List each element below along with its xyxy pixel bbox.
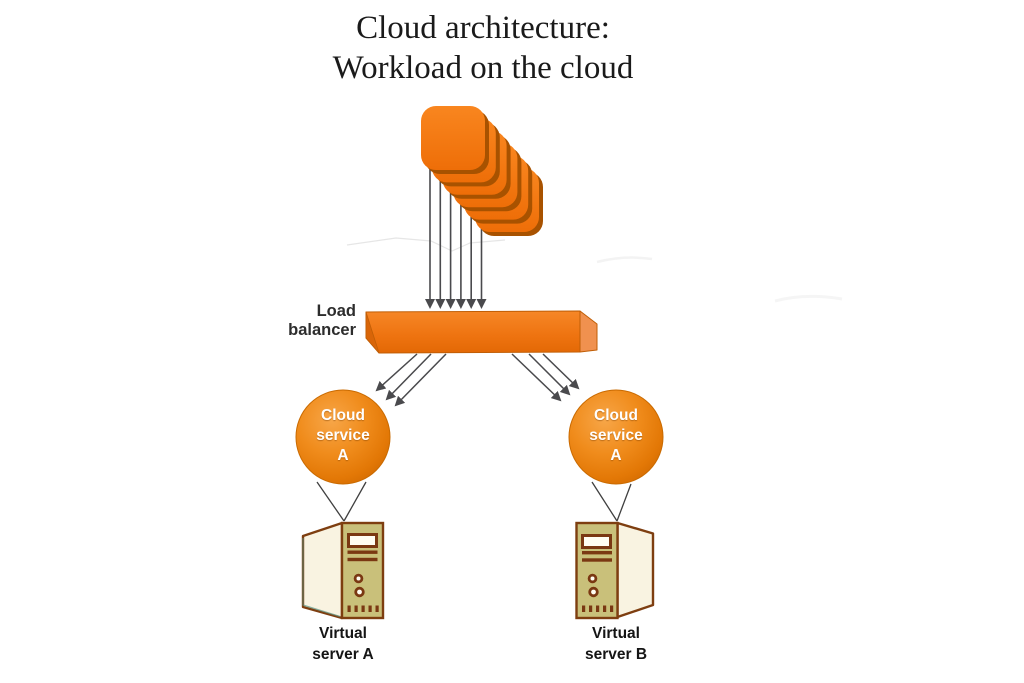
- page-title-line1: Cloud architecture:: [356, 10, 610, 46]
- virtual-server-a-tower-icon: [301, 521, 385, 620]
- cloud-service-right-line1: Cloud: [594, 407, 638, 424]
- cloud-service-a-left-label: Cloud service A: [283, 406, 403, 466]
- load-balancer-bar-icon: [365, 310, 598, 354]
- load-balancer-right-face: [579, 310, 598, 353]
- load-balancer-left-bevel: [365, 311, 380, 354]
- page-title: Cloud architecture: Workload on the clou…: [333, 8, 634, 89]
- virtual-server-a-label: Virtual server A: [268, 623, 418, 665]
- virtual-server-b-tower-icon: [575, 521, 655, 620]
- workload-stack-icon: [421, 106, 543, 236]
- page-title-line2: Workload on the cloud: [332, 50, 634, 87]
- cloud-service-left-line2: service: [316, 427, 370, 444]
- virtual-server-b-label: Virtual server B: [541, 623, 691, 665]
- cloud-service-right-line2: service: [589, 427, 643, 444]
- virtual-server-b-line2: server B: [584, 646, 648, 663]
- cloud-service-a-right-label: Cloud service A: [556, 406, 676, 466]
- workload-item: [421, 106, 485, 170]
- load-balancer-front-face: [365, 310, 581, 354]
- distribution-arrows: [375, 353, 580, 407]
- load-balancer-label-line1: Load: [316, 302, 356, 320]
- faint-artifact-lines: [346, 237, 843, 303]
- load-balancer-label-line2: balancer: [288, 321, 356, 339]
- cloud-service-right-line3: A: [610, 447, 622, 464]
- cloud-service-left-line3: A: [337, 447, 349, 464]
- cloud-service-left-line1: Cloud: [321, 407, 365, 424]
- virtual-server-a-line1: Virtual: [319, 625, 367, 642]
- cloud-service-a-right-sphere-icon: [568, 389, 664, 485]
- service-to-server-connectors: [316, 481, 632, 522]
- virtual-server-a-line2: server A: [312, 646, 374, 663]
- load-balancer-label: Load balancer: [240, 302, 356, 340]
- cloud-service-a-left-sphere-icon: [295, 389, 391, 485]
- virtual-server-b-line1: Virtual: [592, 625, 640, 642]
